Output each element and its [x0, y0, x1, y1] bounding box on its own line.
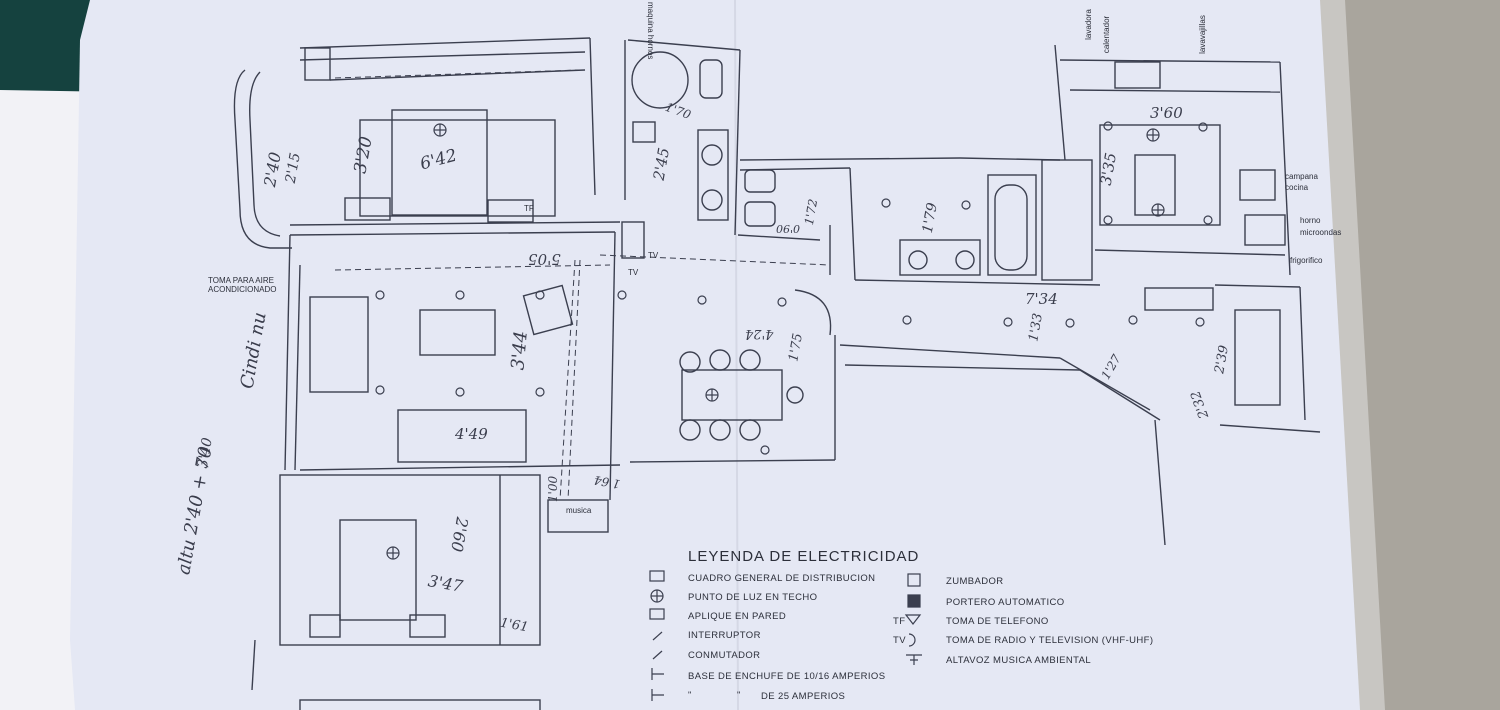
- legend-item-portero: PORTERO AUTOMATICO: [946, 597, 1065, 608]
- dimension-424: 4'24: [745, 326, 774, 341]
- dimension-449: 4'49: [455, 425, 488, 443]
- tv-label-2: TV: [648, 251, 659, 260]
- lavadora-label: lavadora: [1083, 9, 1093, 40]
- legend-item-zumbador: ZUMBADOR: [946, 576, 1004, 587]
- horno-label-1: horno: [1300, 216, 1321, 225]
- legend-item-enchufe: BASE DE ENCHUFE DE 10/16 AMPERIOS: [688, 671, 886, 682]
- ceiling-light-icon: [650, 589, 664, 603]
- legend-item-25a: DE 25 AMPERIOS: [761, 691, 846, 702]
- intercom-icon: [907, 594, 921, 608]
- legend-prefix-tf: TF: [893, 616, 906, 627]
- legend-item-interruptor: INTERRUPTOR: [688, 630, 761, 641]
- two-way-switch-icon: [652, 650, 663, 660]
- legend-item-aplique: APLIQUE EN PARED: [688, 611, 787, 622]
- dimension-734: 7'34: [1025, 290, 1058, 308]
- legend-item-distribucion: CUADRO GENERAL DE DISTRIBUCION: [688, 573, 876, 584]
- telephone-socket-icon: [904, 614, 922, 625]
- legend-item-punto-luz: PUNTO DE LUZ EN TECHO: [688, 592, 818, 603]
- dimension-505: 5'05: [528, 250, 561, 268]
- legend-title: LEYENDA DE ELECTRICIDAD: [688, 548, 920, 565]
- tv-socket-icon: [908, 633, 916, 647]
- legend-item-telefono: TOMA DE TELEFONO: [946, 616, 1049, 627]
- legend-item-conmutador: CONMUTADOR: [688, 650, 761, 661]
- legend-prefix-tv: TV: [893, 635, 906, 646]
- socket-25a-icon: [651, 689, 664, 701]
- dimension-100: 1'00: [546, 475, 561, 503]
- dimension-090: 0'90: [776, 222, 801, 235]
- legend-item-altavoz: ALTAVOZ MUSICA AMBIENTAL: [946, 655, 1092, 666]
- socket-icon: [651, 668, 664, 680]
- campana-label-2: cocina: [1285, 183, 1309, 192]
- switch-icon: [652, 631, 663, 641]
- tv-label-1: TV: [628, 268, 639, 277]
- musica-label: musica: [566, 506, 592, 515]
- tf-label: TF: [524, 204, 534, 213]
- lavavajillas-label: lavavajillas: [1197, 15, 1207, 54]
- frigorifico-label: frigorifico: [1290, 256, 1323, 265]
- buzzer-icon: [907, 573, 921, 587]
- calentador-label: calentador: [1102, 15, 1112, 54]
- maquina-label: maquina hornos: [646, 2, 655, 60]
- legend-ditto-right: ": [737, 690, 741, 701]
- speaker-icon: [906, 654, 922, 665]
- dimension-360: 3'60: [1150, 104, 1183, 122]
- aire-label-2: ACONDICIONADO: [208, 285, 277, 294]
- aire-label-1: TOMA PARA AIRE: [208, 276, 274, 285]
- campana-label-1: campana: [1285, 172, 1318, 181]
- legend-item-radio-tv: TOMA DE RADIO Y TELEVISION (VHF-UHF): [946, 635, 1154, 646]
- dimension-344: 3'44: [507, 330, 532, 371]
- horno-label-2: microondas: [1300, 228, 1342, 237]
- distribution-board-icon: [649, 570, 665, 582]
- legend-ditto-left: ": [688, 690, 692, 701]
- wall-light-icon: [649, 608, 665, 620]
